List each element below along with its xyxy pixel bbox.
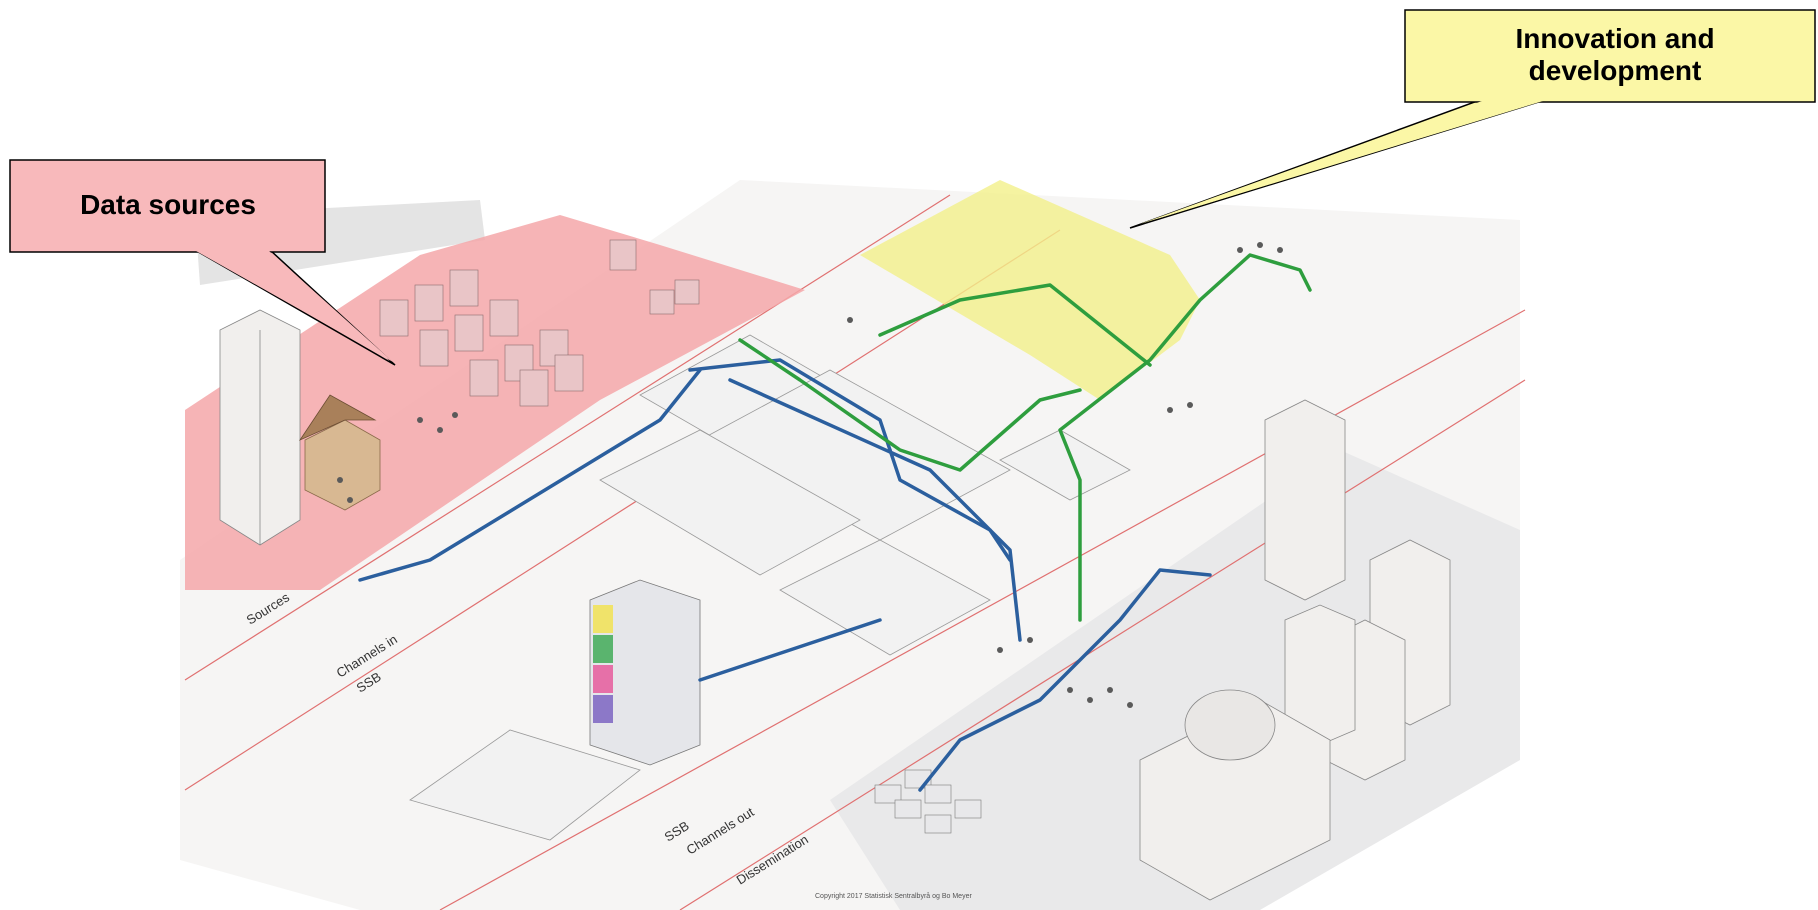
central-database [589,579,701,766]
dissemination-stacks [874,769,982,834]
zone-boundary-lines [184,194,1526,910]
office-tower-left [219,309,301,546]
innovation-callout-text-line2: development [1529,55,1702,86]
blue-data-flows [358,358,1212,792]
dissemination-ground [830,450,1520,910]
green-innovation-flows [738,253,1312,622]
copyright-text: Copyright 2017 Statistisk Sentralbyrå og… [815,892,972,900]
source-server-blocks [379,239,700,407]
data-sources-callout: Data sources [9,159,396,366]
innovation-callout-text-line1: Innovation and [1515,23,1714,54]
people-figures [337,242,1283,708]
dissemination-buildings [1264,399,1451,781]
innovation-callout: Innovation and development [1129,9,1816,229]
house [298,394,381,511]
domed-building [1139,689,1331,901]
data-sources-callout-text: Data sources [80,189,256,220]
